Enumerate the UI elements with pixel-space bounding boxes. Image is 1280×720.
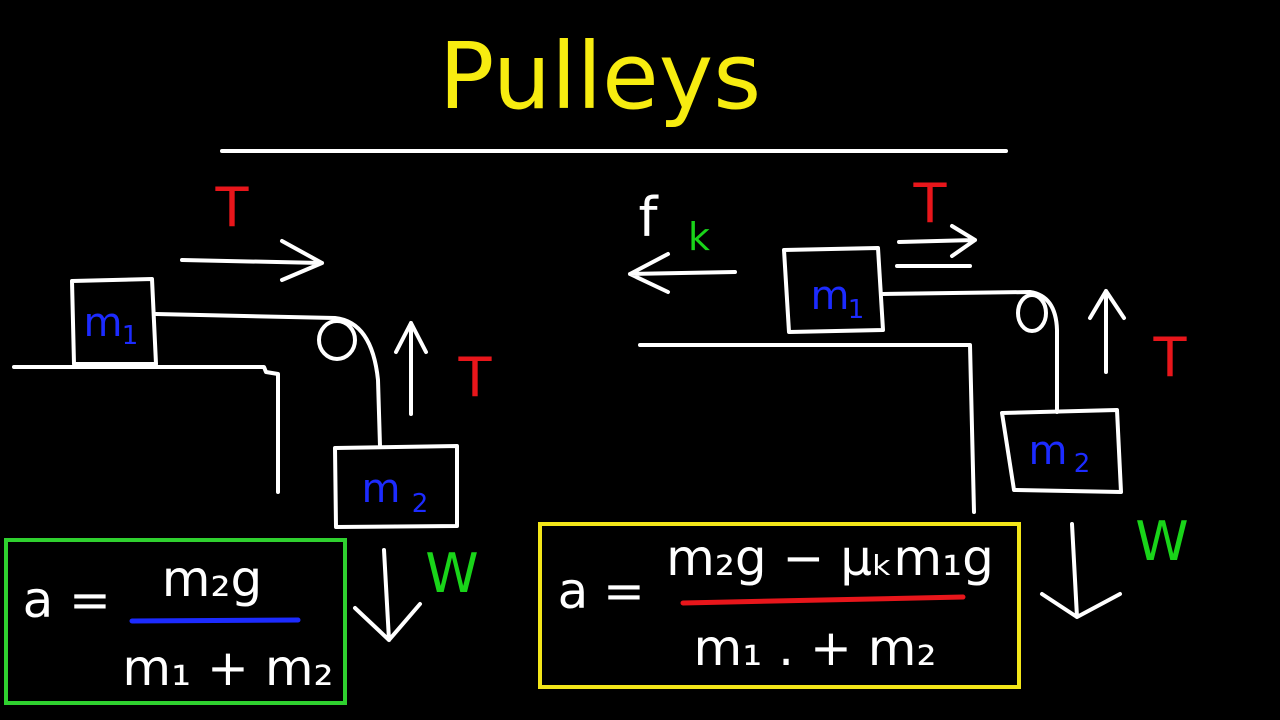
right-tension-side-label: T	[1153, 326, 1188, 389]
right-friction-arrow-left	[628, 252, 737, 294]
left-diagram	[12, 239, 459, 642]
right-table	[638, 343, 976, 514]
right-mass2-label: m 2	[1029, 428, 1091, 479]
left-tension-arrow-right	[180, 239, 324, 282]
svg-text:m: m	[84, 300, 123, 346]
right-tension-arrow-up	[1088, 289, 1126, 374]
left-weight-arrow-down	[353, 548, 422, 642]
right-equation-fraction-bar	[680, 594, 966, 606]
right-diagram	[628, 224, 1126, 619]
svg-text:m: m	[811, 273, 850, 319]
svg-text:1: 1	[122, 321, 139, 351]
svg-text:2: 2	[1074, 449, 1091, 479]
right-tension-top-label: T	[913, 172, 948, 235]
right-mass2-box	[1000, 408, 1123, 494]
left-equation-denominator: m₁ + m₂	[122, 639, 333, 697]
svg-text:m: m	[362, 466, 401, 512]
right-mass1-label: m 1	[811, 273, 865, 325]
right-equation-denominator: m₁ . + m₂	[694, 619, 937, 677]
left-equation-equals: =	[69, 571, 111, 629]
right-equation-box	[538, 522, 1021, 689]
left-equation-numerator: m₂g	[162, 550, 263, 608]
svg-text:1: 1	[848, 295, 865, 325]
left-tension-top-label: T	[215, 176, 250, 239]
right-tension-arrow-right	[895, 224, 977, 268]
right-equation-equals: =	[603, 562, 645, 620]
left-mass2-box	[333, 444, 459, 529]
left-tension-side-label: T	[458, 346, 493, 409]
right-pulley	[1016, 293, 1048, 333]
left-tension-arrow-up	[394, 321, 428, 416]
svg-text:k: k	[688, 215, 710, 259]
left-equation-box	[4, 538, 347, 705]
left-rope	[154, 312, 382, 448]
svg-text:m: m	[1029, 428, 1068, 474]
left-mass1-label: m 1	[84, 300, 139, 351]
left-table	[12, 365, 280, 494]
right-weight-arrow-down	[1040, 522, 1122, 619]
left-mass2-label: m 2	[362, 466, 429, 519]
right-mass1-box	[782, 246, 885, 334]
left-mass1-box	[70, 277, 158, 366]
svg-text:2: 2	[412, 489, 429, 519]
left-equation-lhs: a	[23, 571, 54, 629]
right-friction-label: f k	[638, 186, 710, 259]
right-rope	[881, 290, 1059, 414]
left-pulley	[317, 319, 357, 361]
right-equation-numerator: m₂g − μₖm₁g	[666, 529, 994, 587]
page-title: Pulleys	[439, 23, 761, 130]
left-weight-label: W	[425, 542, 478, 605]
right-weight-label: W	[1135, 510, 1188, 573]
svg-text:f: f	[638, 186, 659, 249]
left-equation-fraction-bar	[129, 617, 301, 624]
right-equation-lhs: a	[558, 562, 589, 620]
